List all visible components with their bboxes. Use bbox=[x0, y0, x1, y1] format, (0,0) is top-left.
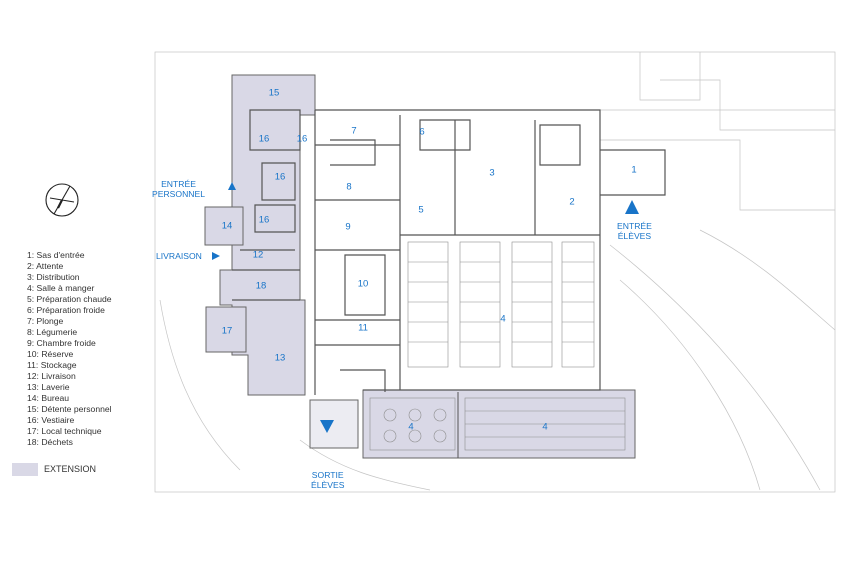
legend-item: 5: Préparation chaude bbox=[27, 294, 112, 304]
room-12-label: 12 bbox=[252, 249, 264, 261]
room-4-label: 4 bbox=[408, 421, 414, 433]
room-16-label: 16 bbox=[258, 133, 270, 145]
room-18-label: 18 bbox=[255, 280, 267, 292]
room-4-label: 4 bbox=[500, 313, 506, 325]
extension-sortie-ramp bbox=[309, 399, 359, 449]
extension-swatch bbox=[12, 463, 38, 476]
building-walls bbox=[232, 109, 666, 395]
livraison-arrow-icon bbox=[212, 252, 220, 260]
room-3-label: 3 bbox=[489, 167, 495, 179]
room-8-label: 8 bbox=[346, 181, 352, 193]
legend-item: 17: Local technique bbox=[27, 426, 102, 436]
legend-item: 15: Détente personnel bbox=[27, 404, 112, 414]
entree-personnel-arrow-icon bbox=[228, 182, 236, 190]
entree-eleves-label: ENTRÉE ÉLÈVES bbox=[617, 221, 652, 241]
legend-item: 14: Bureau bbox=[27, 393, 70, 403]
legend-item: 2: Attente bbox=[27, 261, 64, 271]
extension-room-17 bbox=[205, 306, 247, 353]
room-11-label: 11 bbox=[358, 322, 368, 334]
site-context bbox=[154, 51, 836, 493]
extension-label: EXTENSION bbox=[44, 464, 97, 474]
room-1-label: 1 bbox=[631, 164, 637, 176]
room-6-label: 6 bbox=[419, 126, 425, 138]
room-15-label: 15 bbox=[268, 87, 280, 99]
legend-item: 9: Chambre froide bbox=[27, 338, 96, 348]
room-14-label: 14 bbox=[221, 220, 233, 232]
legend-item: 8: Légumerie bbox=[27, 327, 78, 337]
entree-personnel-label: ENTRÉE PERSONNEL bbox=[152, 179, 206, 199]
legend-item: 11: Stockage bbox=[27, 360, 77, 370]
entrance-arrows bbox=[212, 182, 639, 433]
legend-item: 13: Laverie bbox=[27, 382, 70, 392]
livraison-label: LIVRAISON bbox=[156, 251, 202, 261]
compass-icon bbox=[45, 183, 79, 217]
legend-item: 10: Réserve bbox=[27, 349, 74, 359]
legend-item: 12: Livraison bbox=[27, 371, 76, 381]
sortie-eleves-label: SORTIE ÉLÈVES bbox=[311, 470, 345, 490]
room-7-label: 7 bbox=[351, 125, 357, 137]
room-16-label: 16 bbox=[296, 133, 308, 145]
legend-item: 1: Sas d'entrée bbox=[27, 250, 85, 260]
legend-item: 3: Distribution bbox=[27, 272, 80, 282]
room-17-label: 17 bbox=[221, 325, 233, 337]
room-9-label: 9 bbox=[345, 221, 351, 233]
room-5-label: 5 bbox=[418, 204, 424, 216]
legend-item: 18: Déchets bbox=[27, 437, 73, 447]
legend-item: 7: Plonge bbox=[27, 316, 64, 326]
room-16-label: 16 bbox=[258, 214, 270, 226]
room-16-label: 16 bbox=[274, 171, 286, 183]
legend-item: 4: Salle à manger bbox=[27, 283, 95, 293]
extension-room-14 bbox=[204, 206, 244, 246]
dining-tables bbox=[369, 241, 626, 458]
room-10-label: 10 bbox=[357, 278, 369, 290]
legend-item: 16: Vestiaire bbox=[27, 415, 75, 425]
sortie-eleves-arrow-icon bbox=[320, 420, 334, 433]
room-4-label: 4 bbox=[542, 421, 548, 433]
legend-item: 6: Préparation froide bbox=[27, 305, 105, 315]
room-2-label: 2 bbox=[569, 196, 575, 208]
room-13-label: 13 bbox=[274, 352, 286, 364]
entree-eleves-arrow-icon bbox=[625, 200, 639, 214]
